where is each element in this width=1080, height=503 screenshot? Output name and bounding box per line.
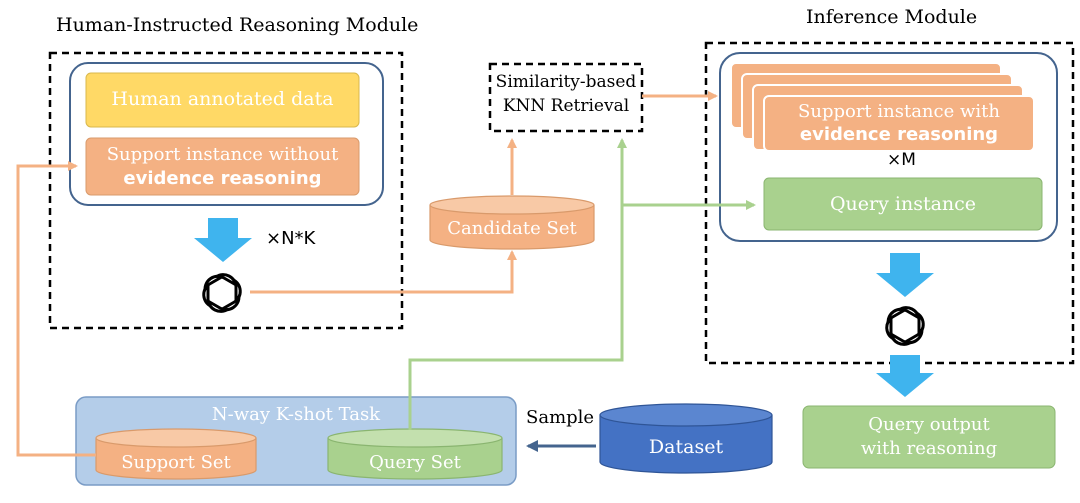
support-without-line1: Support instance without [106,144,339,165]
support-without-line2: evidence reasoning [123,168,322,189]
task-title: N-way K-shot Task [211,404,381,425]
reasoning-module-title: Human-Instructed Reasoning Module [56,14,419,36]
support-with-line2: evidence reasoning [799,124,999,145]
query-output-line2: with reasoning [860,438,998,459]
llm-logo-icon [202,273,242,313]
support-set-label: Support Set [121,452,231,473]
dataset-cylinder [599,403,773,474]
dataset-label: Dataset [648,436,724,458]
support-with-box [763,95,1035,152]
human-data-label: Human annotated data [111,88,334,110]
candidate-set-cylinder [429,195,595,250]
query-set-cylinder [327,428,503,480]
retrieval-line2: KNN Retrieval [502,96,630,116]
reasoning-module-frame [48,51,404,330]
support-with-line1: Support instance with [798,101,1000,122]
query-instance-label: Query instance [829,193,977,215]
repeat-nk-label: ×N*K [266,228,316,249]
query-output-line1: Query output [868,414,990,435]
candidate-set-label: Candidate Set [447,218,577,239]
orange-model-to-candidate [250,250,517,294]
green-query-to-knn [408,138,627,430]
support-without-box [85,137,360,196]
retrieval-line1: Similarity-based [495,72,637,92]
blue-arrow-down-3 [876,355,934,397]
orange-feedback-line [16,161,78,457]
human-data-box [85,72,360,128]
llm-logo-icon-2 [885,306,925,346]
query-instance-box [763,177,1043,231]
repeat-m-label: ×M [887,150,916,170]
inference-module-title: Inference Module [806,6,978,28]
support-set-cylinder [95,428,257,480]
inference-module-frame [704,41,1075,365]
blue-arrow-down-2 [876,253,934,297]
sample-label: Sample [526,407,595,428]
query-output-box [802,405,1056,469]
blue-arrow-down-1 [194,218,252,262]
query-set-label: Query Set [369,452,461,473]
